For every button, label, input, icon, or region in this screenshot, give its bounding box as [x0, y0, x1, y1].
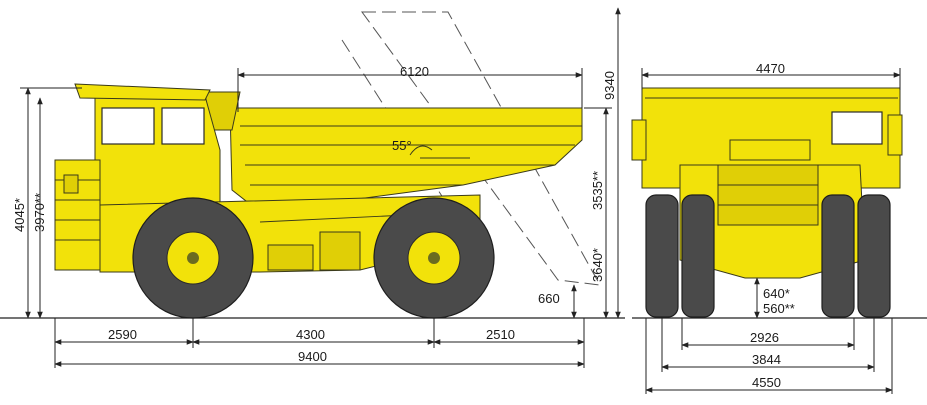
rear-view: 4470 640* 560** 2926 3844 4550: [631, 61, 927, 394]
label-dump-clearance: 660: [538, 291, 560, 306]
rear-chassis: [679, 164, 866, 279]
fuel-tank: [267, 244, 314, 271]
cab-window-front: [101, 107, 155, 145]
label-overall-width: 4550: [752, 375, 781, 390]
hydraulic-tank: [319, 231, 361, 271]
raised-body-outline: [341, 11, 601, 286]
cab-window-side: [161, 107, 205, 145]
side-view: 6120 55° 9340 3535** 3640* 660 4045* 397…: [0, 7, 625, 368]
label-ground-clearance-alt: 560**: [763, 301, 795, 316]
front-wheel: [132, 197, 254, 319]
rear-cab-window: [831, 111, 883, 145]
cab: [74, 83, 221, 216]
label-body-width: 4470: [756, 61, 785, 76]
label-cab-height: 4045*: [12, 198, 27, 232]
dump-body: [204, 91, 583, 213]
label-track-outer: 3844: [752, 352, 781, 367]
label-wheelbase: 4300: [296, 327, 325, 342]
label-track-inner: 2926: [750, 330, 779, 345]
label-body-height-alt: 3640*: [590, 248, 605, 282]
label-overall-length: 9400: [298, 349, 327, 364]
label-ground-clearance: 640*: [763, 286, 790, 301]
label-dump-angle: 55°: [392, 138, 412, 153]
front-grille: [54, 159, 101, 271]
label-cab-height-alt: 3970**: [32, 193, 47, 232]
rear-wheel: [373, 197, 495, 319]
rear-tires: [645, 194, 891, 318]
label-body-height: 3535**: [590, 171, 605, 210]
label-raised-height: 9340: [602, 71, 617, 100]
label-front-overhang: 2590: [108, 327, 137, 342]
label-rear-overhang: 2510: [486, 327, 515, 342]
label-body-length: 6120: [400, 64, 429, 79]
